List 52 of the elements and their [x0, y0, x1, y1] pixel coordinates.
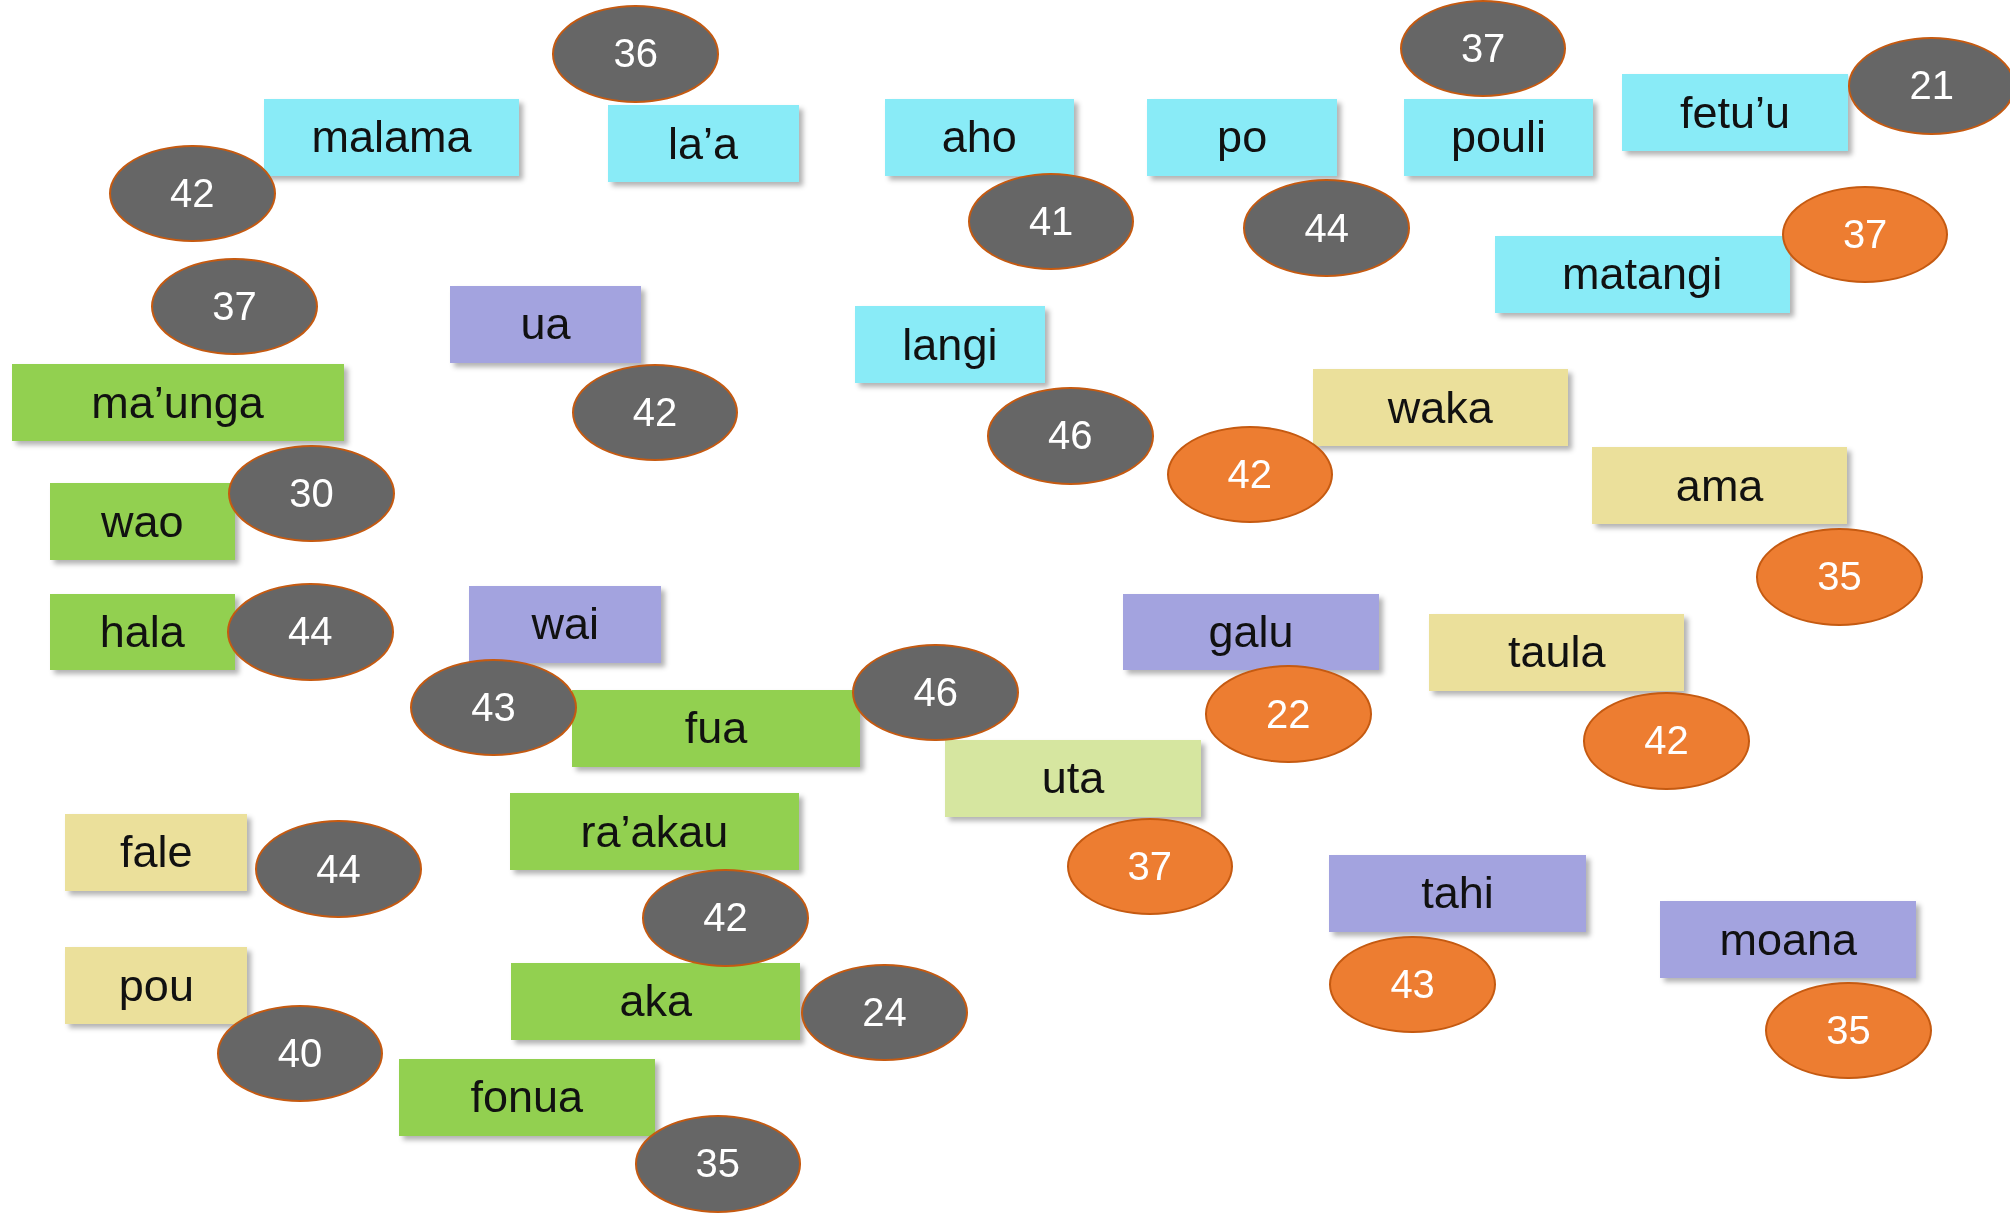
number-ellipse: 42	[1583, 692, 1750, 790]
word-card: malama	[264, 98, 520, 176]
number-ellipse: 43	[1329, 935, 1496, 1034]
word-card: taula	[1429, 614, 1685, 691]
number-ellipse: 36	[552, 5, 720, 103]
number-ellipse: 42	[571, 364, 739, 462]
number-ellipse: 46	[987, 387, 1154, 485]
word-card: ma’unga	[11, 364, 344, 441]
word-card: la’a	[607, 105, 799, 182]
word-card: galu	[1122, 593, 1380, 671]
word-card: waka	[1312, 369, 1568, 447]
number-ellipse: 24	[801, 963, 968, 1062]
number-ellipse: 46	[852, 643, 1020, 741]
number-ellipse: 42	[1166, 425, 1334, 523]
word-card: ra’akau	[510, 793, 799, 871]
number-ellipse: 35	[1765, 981, 1932, 1080]
number-ellipse: 44	[255, 820, 422, 918]
number-ellipse: 42	[108, 144, 276, 243]
word-card: pouli	[1403, 98, 1594, 176]
word-card: moana	[1660, 901, 1917, 979]
number-ellipse: 35	[634, 1115, 802, 1213]
number-ellipse: 42	[642, 869, 809, 967]
number-ellipse: 37	[1781, 185, 1949, 284]
number-ellipse: 37	[151, 257, 318, 356]
word-card: uta	[944, 739, 1202, 817]
word-card: pou	[65, 947, 248, 1025]
word-card: aho	[884, 98, 1075, 176]
word-card: ama	[1592, 447, 1848, 525]
number-ellipse: 41	[967, 173, 1135, 271]
word-card: fale	[65, 814, 248, 891]
word-card: langi	[855, 306, 1045, 384]
word-card: ua	[449, 285, 641, 363]
word-card: hala	[50, 593, 235, 671]
word-card: fonua	[398, 1058, 656, 1136]
number-ellipse: 37	[1066, 817, 1234, 916]
number-ellipse: 37	[1399, 0, 1567, 98]
number-ellipse: 21	[1848, 37, 2010, 135]
number-ellipse: 44	[226, 583, 394, 681]
word-card: aka	[511, 962, 800, 1040]
word-card: fetu’u	[1621, 74, 1849, 152]
word-card: matangi	[1494, 235, 1790, 313]
word-card: po	[1147, 98, 1337, 176]
number-ellipse: 43	[410, 658, 577, 757]
number-ellipse: 44	[1243, 179, 1411, 277]
number-ellipse: 30	[228, 444, 395, 543]
number-ellipse: 35	[1756, 528, 1923, 626]
number-ellipse: 40	[216, 1005, 384, 1103]
word-card: tahi	[1329, 855, 1586, 932]
number-ellipse: 22	[1204, 665, 1372, 763]
word-card: fua	[571, 689, 861, 767]
word-card: wai	[469, 585, 662, 663]
word-card: wao	[50, 483, 235, 561]
